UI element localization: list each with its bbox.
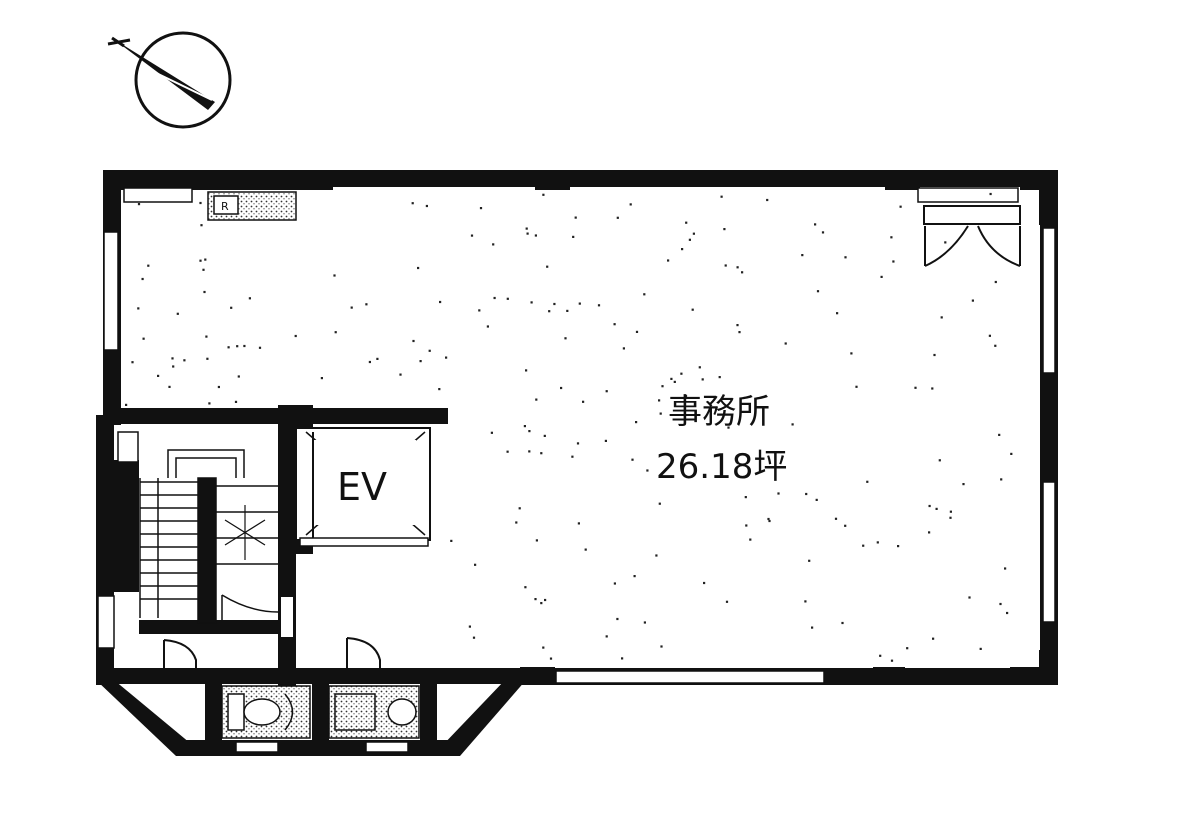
floor-speckles [125, 192, 1013, 662]
toilet-right [328, 685, 420, 739]
elevator-label: EV [337, 465, 387, 509]
kitchenette: R [207, 191, 297, 221]
windows [97, 187, 1056, 684]
doors-bottom[interactable] [163, 595, 381, 678]
double-door[interactable] [923, 205, 1021, 267]
north-arrow-icon [107, 31, 232, 129]
office-name: 事務所 [668, 392, 770, 432]
bottom-windows [235, 741, 409, 753]
staircase [117, 424, 279, 624]
elevator-shaft: EV [295, 427, 431, 547]
toilet-left [221, 685, 311, 739]
office-area: 26.18坪 [656, 447, 787, 487]
kitchenette-mark: R [221, 200, 229, 213]
office-room: 事務所 26.18坪 [656, 392, 787, 487]
